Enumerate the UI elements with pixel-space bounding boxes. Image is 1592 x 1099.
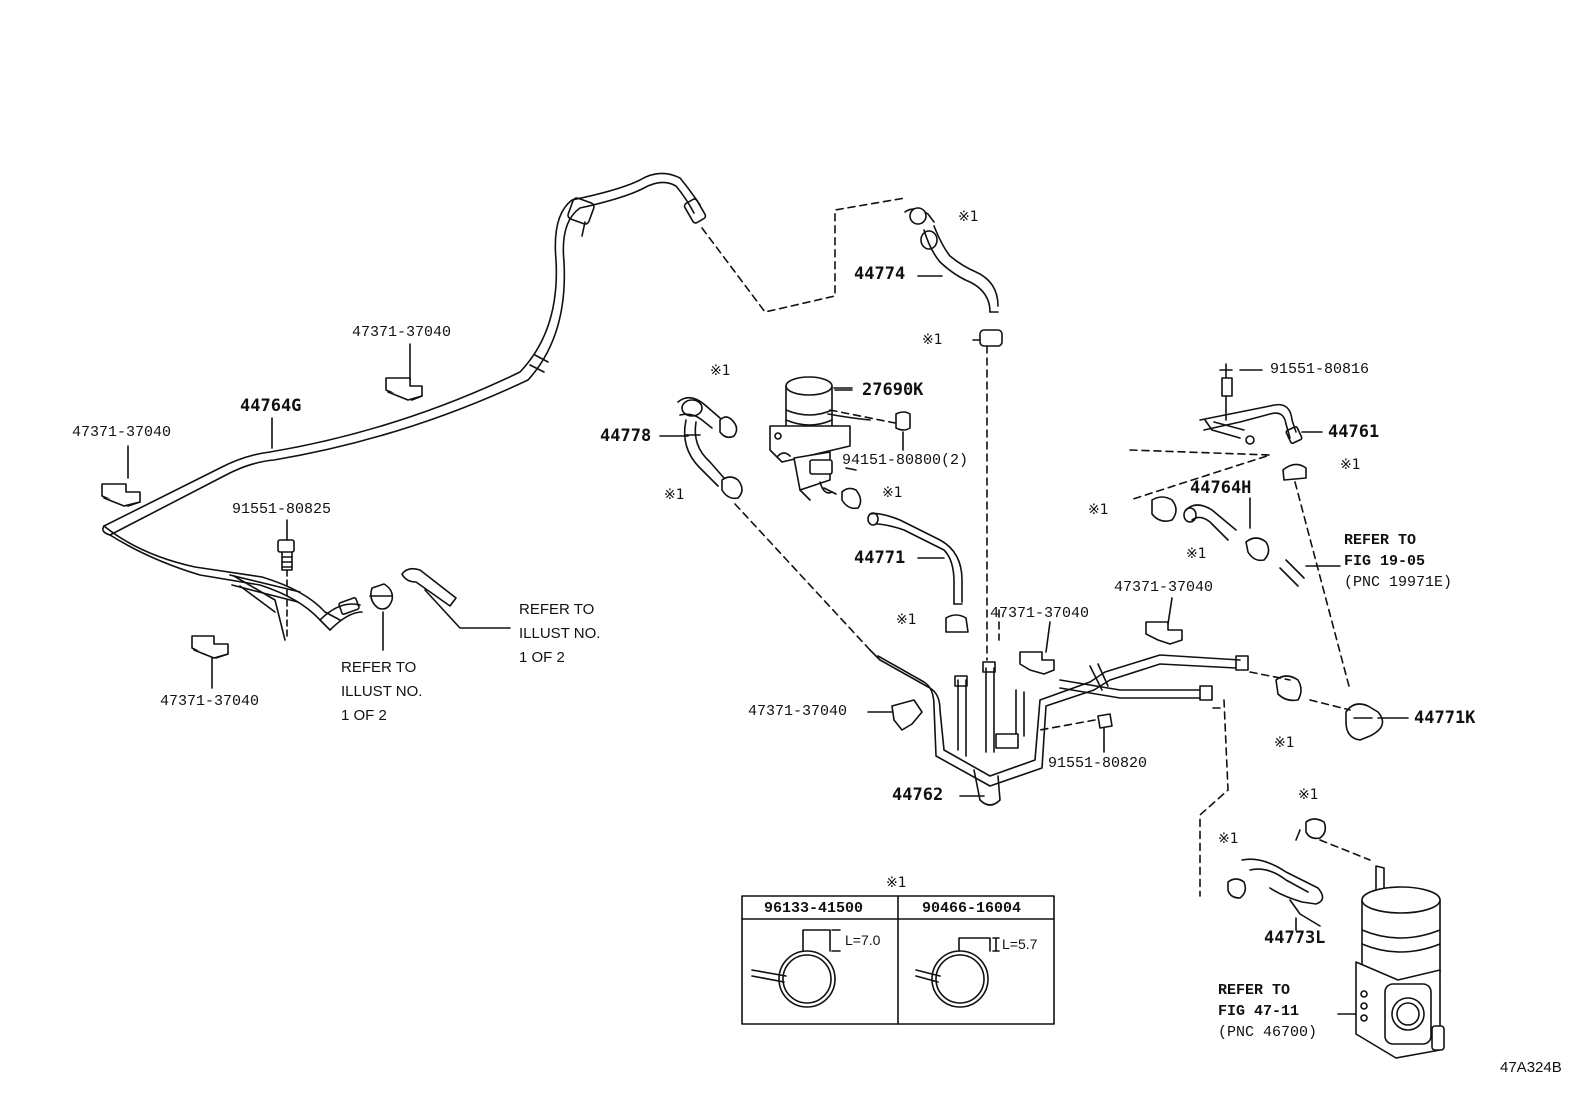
leader-lines-right (659, 275, 1409, 1015)
bolt-80825 (277, 539, 295, 641)
figure-id: 47A324B (1500, 1059, 1562, 1076)
pipe-44761 (1199, 363, 1307, 481)
part-44773l-label: 44773L (1264, 928, 1326, 948)
dashed-routes (701, 197, 1371, 897)
refer-illust-a: REFER TO ILLUST NO. 1 OF 2 (519, 598, 600, 670)
clip-mark: ※1 (1186, 546, 1207, 562)
clip-mark: ※1 (1274, 735, 1295, 751)
hose-44771k (1275, 675, 1384, 741)
bolt-80825-label: 91551-80825 (232, 501, 332, 518)
clamp-label-2: 47371-37040 (72, 424, 172, 441)
clip-mark: ※1 (882, 485, 903, 501)
part-44774-label: 44774 (854, 264, 906, 284)
clip-mark: ※1 (710, 363, 731, 379)
valve-27690k (769, 376, 871, 501)
clip-table-col1-part: 96133-41500 (764, 900, 864, 917)
refer-line: ILLUST NO. (519, 625, 601, 642)
clamp-label-1: 47371-37040 (352, 324, 452, 341)
refer-fig-1905: REFER TO FIG 19-05 (PNC 19971E) (1344, 530, 1452, 593)
clip-table-col2-dim: L=5.7 (1002, 936, 1038, 952)
part-44764h-label: 44764H (1190, 478, 1252, 498)
part-44764g-label: 44764G (240, 396, 302, 416)
refer-line: FIG 47-11 (1218, 1003, 1300, 1020)
clip-mark: ※1 (896, 612, 917, 628)
hose-44774 (904, 207, 1003, 347)
clamp-label-4: 47371-37040 (990, 605, 1090, 622)
nut-80800-label: 94151-80800(2) (842, 452, 969, 469)
clip-mark: ※1 (922, 332, 943, 348)
clip-table (741, 895, 1055, 1025)
pipe-44762 (869, 649, 1249, 806)
refer-line: 1 OF 2 (519, 649, 565, 666)
clamp-label-3: 47371-37040 (160, 693, 260, 710)
clip-table-col2-part: 90466-16004 (922, 900, 1022, 917)
part-44771-label: 44771 (854, 548, 906, 568)
hose-44771 (823, 487, 969, 633)
refer-line: FIG 19-05 (1344, 553, 1426, 570)
part-44778-label: 44778 (600, 426, 652, 446)
clip-mark: ※1 (1298, 787, 1319, 803)
clip-table-title: ※1 (886, 875, 907, 891)
refer-line: REFER TO (341, 659, 417, 676)
pipe-44764g (102, 172, 707, 641)
part-44762-label: 44762 (892, 785, 944, 805)
clip-hose-left (319, 567, 457, 631)
clip-table-col1-dim: L=7.0 (845, 932, 881, 948)
nut-80800 (895, 411, 911, 451)
bolt-80820 (1097, 713, 1113, 751)
clip-mark: ※1 (1218, 831, 1239, 847)
refer-line: REFER TO (1344, 532, 1417, 549)
hose-44778 (677, 396, 743, 500)
refer-line: (PNC 46700) (1218, 1024, 1318, 1041)
bolt-80820-label: 91551-80820 (1048, 755, 1148, 772)
clip-mark: ※1 (1088, 502, 1109, 518)
refer-line: 1 OF 2 (341, 707, 387, 724)
clip-mark: ※1 (958, 209, 979, 225)
clamp-label-5: 47371-37040 (748, 703, 848, 720)
clip-mark: ※1 (664, 487, 685, 503)
leader-lines (127, 343, 511, 689)
part-44771k-label: 44771K (1414, 708, 1476, 728)
refer-line: REFER TO (1218, 982, 1291, 999)
clamp-label-6: 47371-37040 (1114, 579, 1214, 596)
part-44761-label: 44761 (1328, 422, 1380, 442)
refer-fig-4711: REFER TO FIG 47-11 (PNC 46700) (1218, 980, 1317, 1043)
refer-line: ILLUST NO. (341, 683, 423, 700)
refer-line: (PNC 19971E) (1344, 574, 1453, 591)
clip-mark: ※1 (1340, 457, 1361, 473)
hose-44764h (1151, 496, 1305, 587)
bolt-80816-label: 91551-80816 (1270, 361, 1370, 378)
part-27690k-label: 27690K (862, 380, 924, 400)
refer-illust-b: REFER TO ILLUST NO. 1 OF 2 (341, 656, 422, 728)
refer-line: REFER TO (519, 601, 595, 618)
canister-assembly (1227, 818, 1445, 1059)
